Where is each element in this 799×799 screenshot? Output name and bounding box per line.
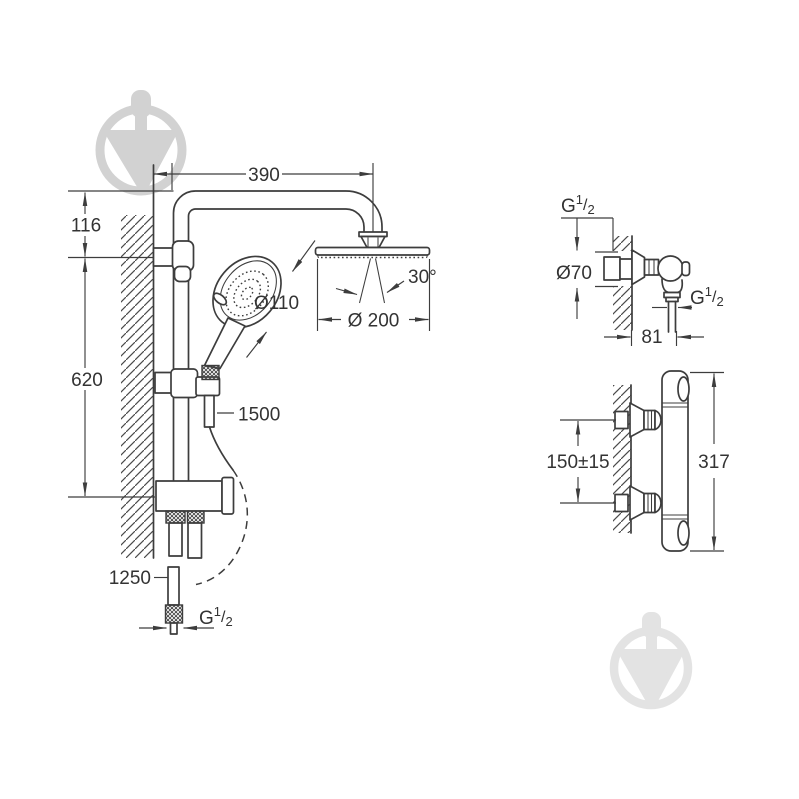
diverter-button — [212, 292, 228, 306]
shower-hose — [195, 426, 249, 586]
thermostat-view-dimensions: 150±15 317 — [546, 371, 730, 552]
watermark-trowel-logo-icon — [609, 612, 693, 710]
thread-size-label: G1/2 — [199, 604, 233, 629]
riser-pipe-and-arm — [172, 190, 383, 482]
dim-shower-hose-length-label: 1500 — [238, 405, 280, 426]
supply-hose-end — [164, 566, 184, 635]
dim-head-shower-diameter-label: Ø 200 — [348, 311, 400, 332]
dim-rail-length-label: 620 — [71, 370, 103, 391]
inlet-connection-top — [614, 402, 662, 438]
thread-size-label: G1/2 — [561, 192, 595, 217]
head-shower — [314, 246, 431, 304]
dim-escutcheon-diameter-label: Ø70 — [556, 263, 592, 284]
dim-projection-label: 81 — [641, 327, 662, 348]
dim-inlet-distance-label: 150±15 — [546, 452, 609, 473]
inlet-connection-bottom — [614, 485, 662, 521]
handle-knob-top — [677, 376, 690, 402]
dim-arm-reach-label: 390 — [248, 165, 280, 186]
dim-hand-shower-diameter-label: Ø110 — [254, 293, 299, 314]
thermostat-body — [661, 370, 690, 552]
spray-line-right — [374, 258, 386, 304]
dim-supply-hose-length-label: 1250 — [109, 568, 151, 589]
hose-end-tube — [203, 394, 215, 428]
watermark-trowel-logo-icon — [95, 90, 187, 196]
hand-shower — [203, 255, 282, 370]
escutcheon-cone — [631, 249, 646, 286]
supply-bracket — [155, 476, 235, 559]
hand-shower-handle — [203, 317, 246, 370]
hose-nut-knurled — [201, 364, 220, 381]
shower-system-side-view: 390 116 620 Ø110 30° Ø 200 1500 1 — [68, 163, 437, 635]
handle-knob-bottom — [677, 520, 690, 546]
wall-union-body — [603, 249, 691, 333]
dim-body-length-label: 317 — [698, 452, 730, 473]
spray-line-left — [358, 258, 372, 304]
main-view-dimensions: 390 116 620 Ø110 30° Ø 200 1500 1 — [68, 163, 437, 631]
head-shower-connector — [358, 231, 388, 249]
dim-head-offset-label: 116 — [71, 216, 101, 237]
thread-size-label: G1/2 — [690, 284, 724, 309]
upper-wall-bracket — [152, 240, 195, 283]
union-view-dimensions: G1/2 Ø70 G1/2 81 — [556, 192, 724, 348]
wall-hatching — [121, 215, 154, 558]
dim-spray-angle-label: 30° — [408, 267, 437, 288]
slider-holder-bracket — [154, 364, 221, 428]
wall-union-side-view: G1/2 Ø70 G1/2 81 — [556, 192, 724, 348]
union-ball-joint — [657, 255, 684, 282]
thermostat-front-view: 150±15 317 — [546, 370, 730, 552]
